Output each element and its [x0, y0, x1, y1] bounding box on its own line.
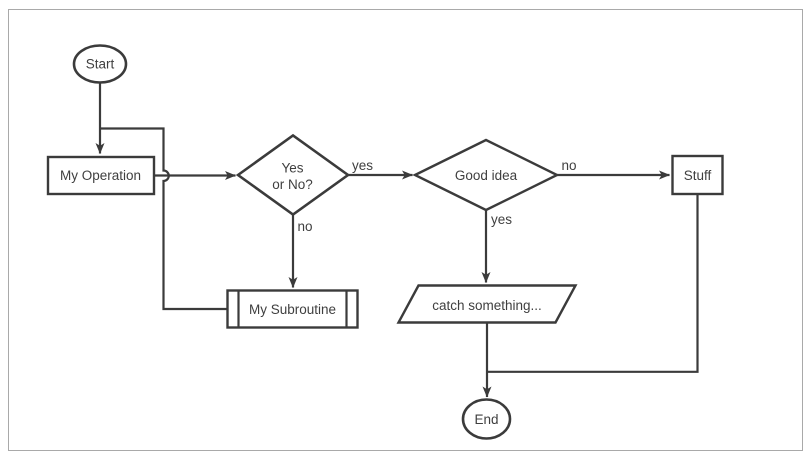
my-operation-node[interactable] — [46, 155, 156, 196]
edge-label-yes-to-catch-something: yes — [491, 212, 512, 227]
my-operation-label: My Operation — [60, 168, 141, 183]
stuff-node[interactable] — [671, 154, 724, 196]
catch-something-data-node[interactable] — [396, 284, 578, 324]
edge-label-yes-to-good-idea: yes — [352, 158, 373, 173]
start-label: Start — [86, 57, 115, 72]
edge-stuff-to-end-junction[interactable] — [487, 194, 699, 373]
my-subroutine-label: My Subroutine — [249, 302, 336, 317]
catch-something-label: catch something... — [432, 298, 542, 313]
start-node[interactable] — [72, 44, 128, 84]
yes-or-no-decision-node[interactable] — [235, 133, 351, 217]
nodes-layer — [46, 44, 724, 440]
end-label: End — [474, 412, 498, 427]
edge-label-no-to-stuff: no — [561, 158, 576, 173]
good-idea-label: Good idea — [455, 168, 518, 183]
labels-layer: Start My Operation Yes or No? Good idea … — [60, 57, 712, 428]
edge-label-no-to-my-subroutine: no — [297, 219, 312, 234]
edges-layer — [95, 82, 699, 398]
page-border — [8, 9, 803, 451]
my-subroutine-node[interactable] — [226, 289, 359, 329]
good-idea-decision-node[interactable] — [412, 138, 560, 212]
yes-or-no-label-line1: Yes — [281, 161, 303, 176]
end-node[interactable] — [461, 398, 512, 440]
yes-or-no-label-line2: or No? — [272, 177, 313, 192]
stuff-label: Stuff — [684, 168, 712, 183]
